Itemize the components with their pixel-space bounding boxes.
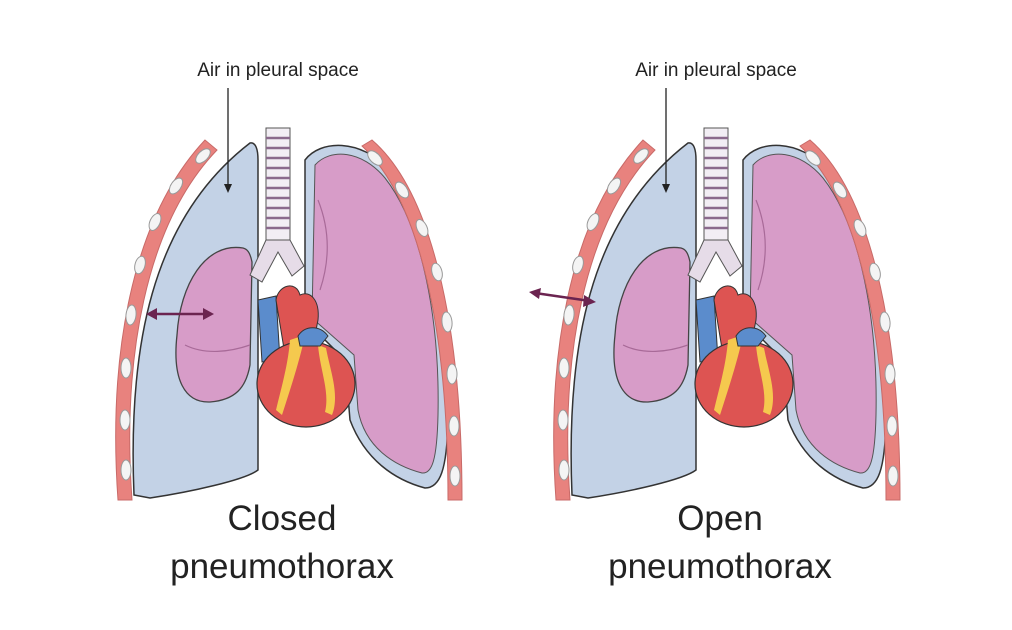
panel-title-line2: pneumothorax [608, 547, 832, 586]
panel-title-line1: Closed [228, 499, 337, 538]
bidirectional-arrow-icon [529, 288, 596, 307]
panel-open: Air in pleural space Open pneumothorax [529, 60, 902, 586]
annotation-label: Air in pleural space [197, 60, 359, 81]
bidirectional-arrow-icon [146, 308, 214, 320]
panel-title-line2: pneumothorax [170, 547, 394, 586]
panel-title-line1: Open [677, 499, 763, 538]
thorax-illustration [114, 86, 464, 502]
thorax-illustration [552, 86, 902, 502]
panel-closed: Air in pleural space Closed pneumothorax [114, 60, 464, 586]
annotation-label: Air in pleural space [635, 60, 797, 81]
